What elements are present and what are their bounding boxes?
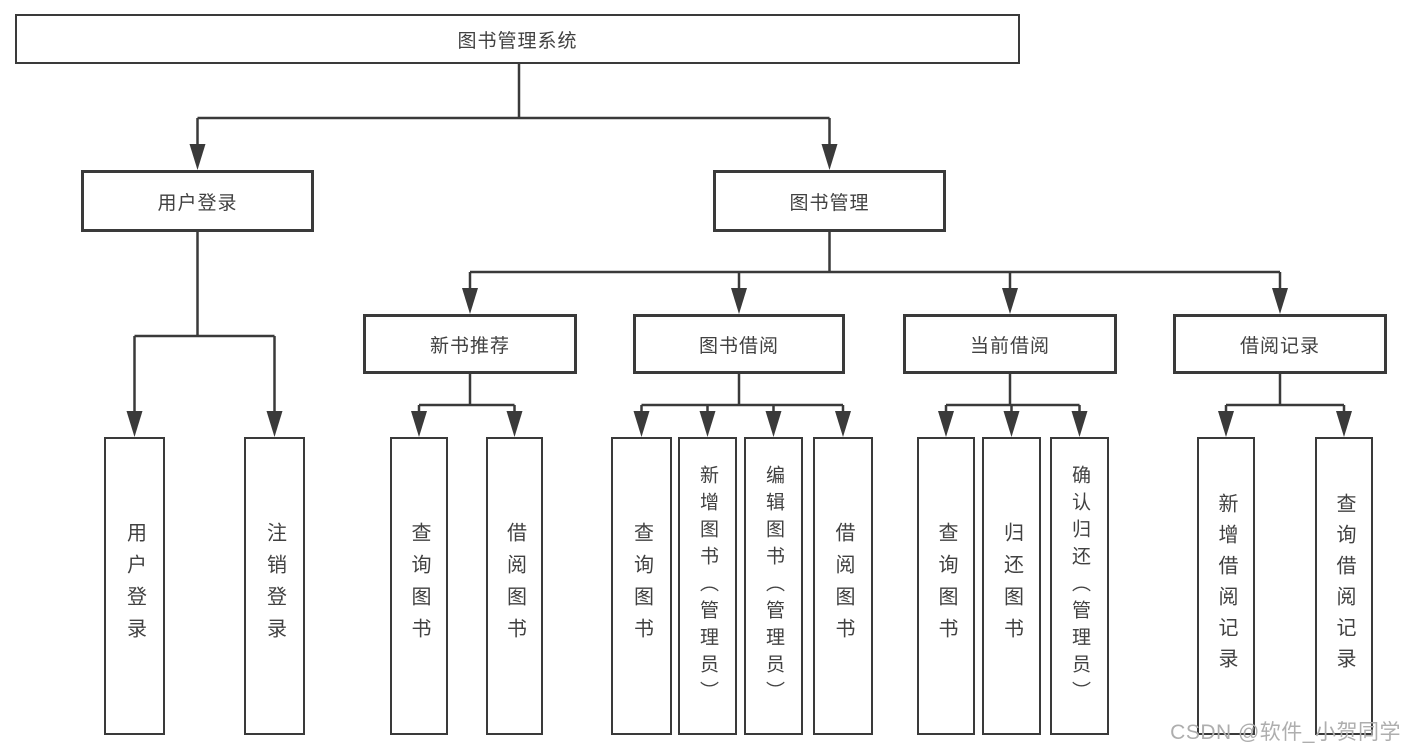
- leaf-label: 查询借阅记录: [1333, 493, 1355, 679]
- leaf-edit-books-admin: 编辑图书（管理员）: [744, 437, 803, 735]
- node-label: 借阅记录: [1239, 335, 1320, 357]
- leaf-label: 查询图书: [630, 522, 653, 650]
- leaf-label: 借阅图书: [832, 522, 854, 650]
- leaf-label: 归还图书: [1000, 522, 1023, 650]
- leaf-logout: 注销登录: [244, 437, 305, 735]
- leaf-label: 查询图书: [408, 522, 430, 650]
- node-label: 新书推荐: [429, 335, 510, 357]
- node-label: 当前借阅: [969, 335, 1050, 357]
- leaf-borrow-books-2: 借阅图书: [813, 437, 873, 735]
- node-book-borrow: 图书借阅: [633, 314, 845, 374]
- node-new-book-recommend: 新书推荐: [363, 314, 577, 374]
- node-label: 图书管理: [789, 192, 870, 214]
- node-label: 图书管理系统: [457, 30, 578, 52]
- leaf-add-borrow-record: 新增借阅记录: [1197, 437, 1255, 735]
- leaf-label: 查询图书: [935, 522, 957, 650]
- leaf-query-books-2: 查询图书: [611, 437, 672, 735]
- leaf-query-books-3: 查询图书: [917, 437, 975, 735]
- leaf-return-books: 归还图书: [982, 437, 1041, 735]
- leaf-query-borrow-record: 查询借阅记录: [1315, 437, 1373, 735]
- leaf-label: 新增图书（管理员）: [697, 464, 718, 708]
- leaf-label: 借阅图书: [503, 522, 526, 650]
- leaf-borrow-books-1: 借阅图书: [486, 437, 543, 735]
- arrowheads: [126, 144, 1352, 437]
- node-label: 用户登录: [157, 192, 238, 214]
- leaf-label: 用户登录: [123, 522, 146, 650]
- leaf-user-login: 用户登录: [104, 437, 165, 735]
- leaf-add-books-admin: 新增图书（管理员）: [678, 437, 737, 735]
- leaf-label: 编辑图书（管理员）: [763, 464, 784, 708]
- leaf-label: 新增借阅记录: [1215, 493, 1237, 679]
- node-book-management: 图书管理: [713, 170, 946, 232]
- leaf-label: 确认归还（管理员）: [1069, 464, 1090, 708]
- node-current-borrow: 当前借阅: [903, 314, 1117, 374]
- node-label: 图书借阅: [698, 335, 779, 357]
- csdn-watermark: CSDN @软件_小贺同学: [1170, 721, 1401, 744]
- leaf-query-books-1: 查询图书: [390, 437, 448, 735]
- node-root-system: 图书管理系统: [15, 14, 1020, 64]
- node-borrow-records: 借阅记录: [1173, 314, 1387, 374]
- node-user-login: 用户登录: [81, 170, 314, 232]
- leaf-label: 注销登录: [263, 522, 286, 650]
- leaf-confirm-return-admin: 确认归还（管理员）: [1050, 437, 1109, 735]
